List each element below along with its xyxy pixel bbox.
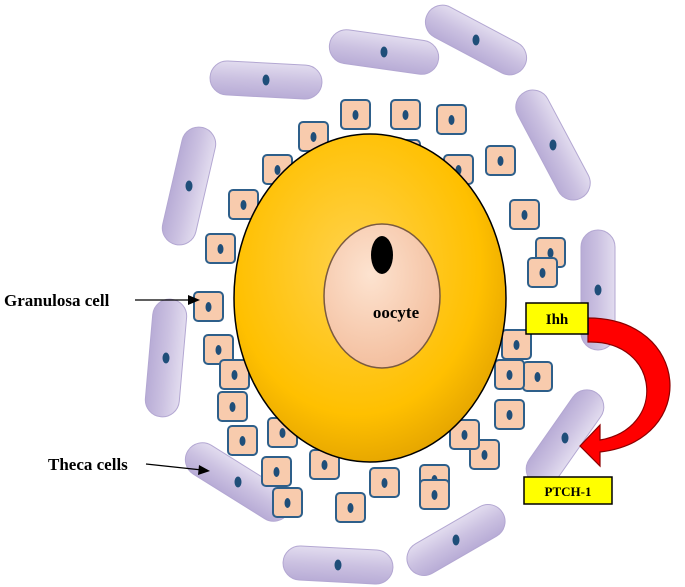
granulosa-cell-nucleus <box>448 115 455 125</box>
granulosa-pointer-head <box>188 295 200 305</box>
ptch1-label: PTCH-1 <box>545 484 592 499</box>
granulosa-cell-label: Granulosa cell <box>4 291 110 310</box>
oocyte-label: oocyte <box>373 303 420 322</box>
ooplasm <box>323 223 441 369</box>
granulosa-annotation: Granulosa cell <box>4 291 200 310</box>
oocyte-nucleus <box>371 236 393 274</box>
oocyte-complex: oocyte <box>233 133 507 463</box>
granulosa-cell <box>205 233 236 264</box>
granulosa-cell-nucleus <box>284 498 291 508</box>
granulosa-cell-nucleus <box>506 370 513 380</box>
theca-cell <box>424 4 528 76</box>
granulosa-cell <box>219 359 250 390</box>
theca-cell-nucleus <box>185 180 193 192</box>
theca-annotation: Theca cells <box>48 455 210 475</box>
granulosa-cell-nucleus <box>506 410 513 420</box>
granulosa-cell-nucleus <box>461 430 468 440</box>
granulosa-cells-layer <box>193 99 566 523</box>
granulosa-cell-nucleus <box>321 460 328 470</box>
granulosa-cell-nucleus <box>481 450 488 460</box>
granulosa-cell-nucleus <box>381 478 388 488</box>
theca-cells-label: Theca cells <box>48 455 128 474</box>
ihh-label: Ihh <box>546 312 569 328</box>
granulosa-cell <box>522 361 553 392</box>
granulosa-cell <box>485 145 516 176</box>
granulosa-cell-nucleus <box>274 165 281 175</box>
signal-arrow <box>579 317 671 468</box>
granulosa-cell <box>509 199 540 230</box>
theca-cell <box>144 298 188 418</box>
granulosa-cell-nucleus <box>431 490 438 500</box>
granulosa-cell-nucleus <box>352 110 359 120</box>
granulosa-cell <box>449 419 480 450</box>
granulosa-cell-nucleus <box>513 340 520 350</box>
ihh-label-box: Ihh <box>525 302 589 335</box>
granulosa-cell <box>436 104 467 135</box>
theca-cell-nucleus <box>334 559 342 571</box>
granulosa-cell <box>228 189 259 220</box>
theca-cell-nucleus <box>549 139 557 151</box>
granulosa-cell-nucleus <box>229 402 236 412</box>
granulosa-cell <box>494 399 525 430</box>
granulosa-cell-nucleus <box>534 372 541 382</box>
granulosa-cell-nucleus <box>231 370 238 380</box>
granulosa-cell <box>272 487 303 518</box>
theca-cell-nucleus <box>234 476 242 488</box>
granulosa-cell-nucleus <box>239 436 246 446</box>
granulosa-cell-nucleus <box>497 156 504 166</box>
granulosa-cell-nucleus <box>240 200 247 210</box>
granulosa-cell <box>309 449 340 480</box>
theca-cell-nucleus <box>162 352 170 364</box>
granulosa-cell-nucleus <box>310 132 317 142</box>
theca-cell-nucleus <box>452 534 460 546</box>
granulosa-cell <box>335 492 366 523</box>
granulosa-cell <box>227 425 258 456</box>
theca-cell <box>209 60 323 100</box>
granulosa-cell <box>261 456 292 487</box>
theca-cell-nucleus <box>594 284 602 296</box>
granulosa-cell-nucleus <box>347 503 354 513</box>
theca-cell-nucleus <box>561 432 569 444</box>
granulosa-cell <box>494 359 525 390</box>
granulosa-cell-nucleus <box>547 248 554 258</box>
granulosa-cell-nucleus <box>402 110 409 120</box>
signal-arrow-shape <box>579 317 671 468</box>
granulosa-cell-nucleus <box>273 467 280 477</box>
theca-cell <box>161 126 217 246</box>
theca-cell-nucleus <box>262 74 270 86</box>
granulosa-cell <box>390 99 421 130</box>
theca-cell-nucleus <box>380 46 388 58</box>
granulosa-cell <box>193 291 224 322</box>
theca-cell-nucleus <box>472 34 480 46</box>
granulosa-cell <box>203 334 234 365</box>
theca-cell <box>515 89 591 201</box>
theca-pointer-head <box>198 465 210 475</box>
granulosa-cell-nucleus <box>217 244 224 254</box>
granulosa-cell <box>419 479 450 510</box>
granulosa-cell <box>217 391 248 422</box>
ptch1-label-box: PTCH-1 <box>523 476 613 505</box>
granulosa-cell <box>340 99 371 130</box>
granulosa-cell <box>369 467 400 498</box>
theca-cell <box>282 545 394 585</box>
theca-cell <box>328 29 440 75</box>
granulosa-cell-nucleus <box>521 210 528 220</box>
granulosa-cell-nucleus <box>539 268 546 278</box>
granulosa-cell <box>527 257 558 288</box>
granulosa-cell-nucleus <box>279 428 286 438</box>
theca-cell <box>406 504 506 576</box>
theca-pointer-line <box>145 463 203 471</box>
granulosa-cell-nucleus <box>215 345 222 355</box>
granulosa-cell-nucleus <box>205 302 212 312</box>
